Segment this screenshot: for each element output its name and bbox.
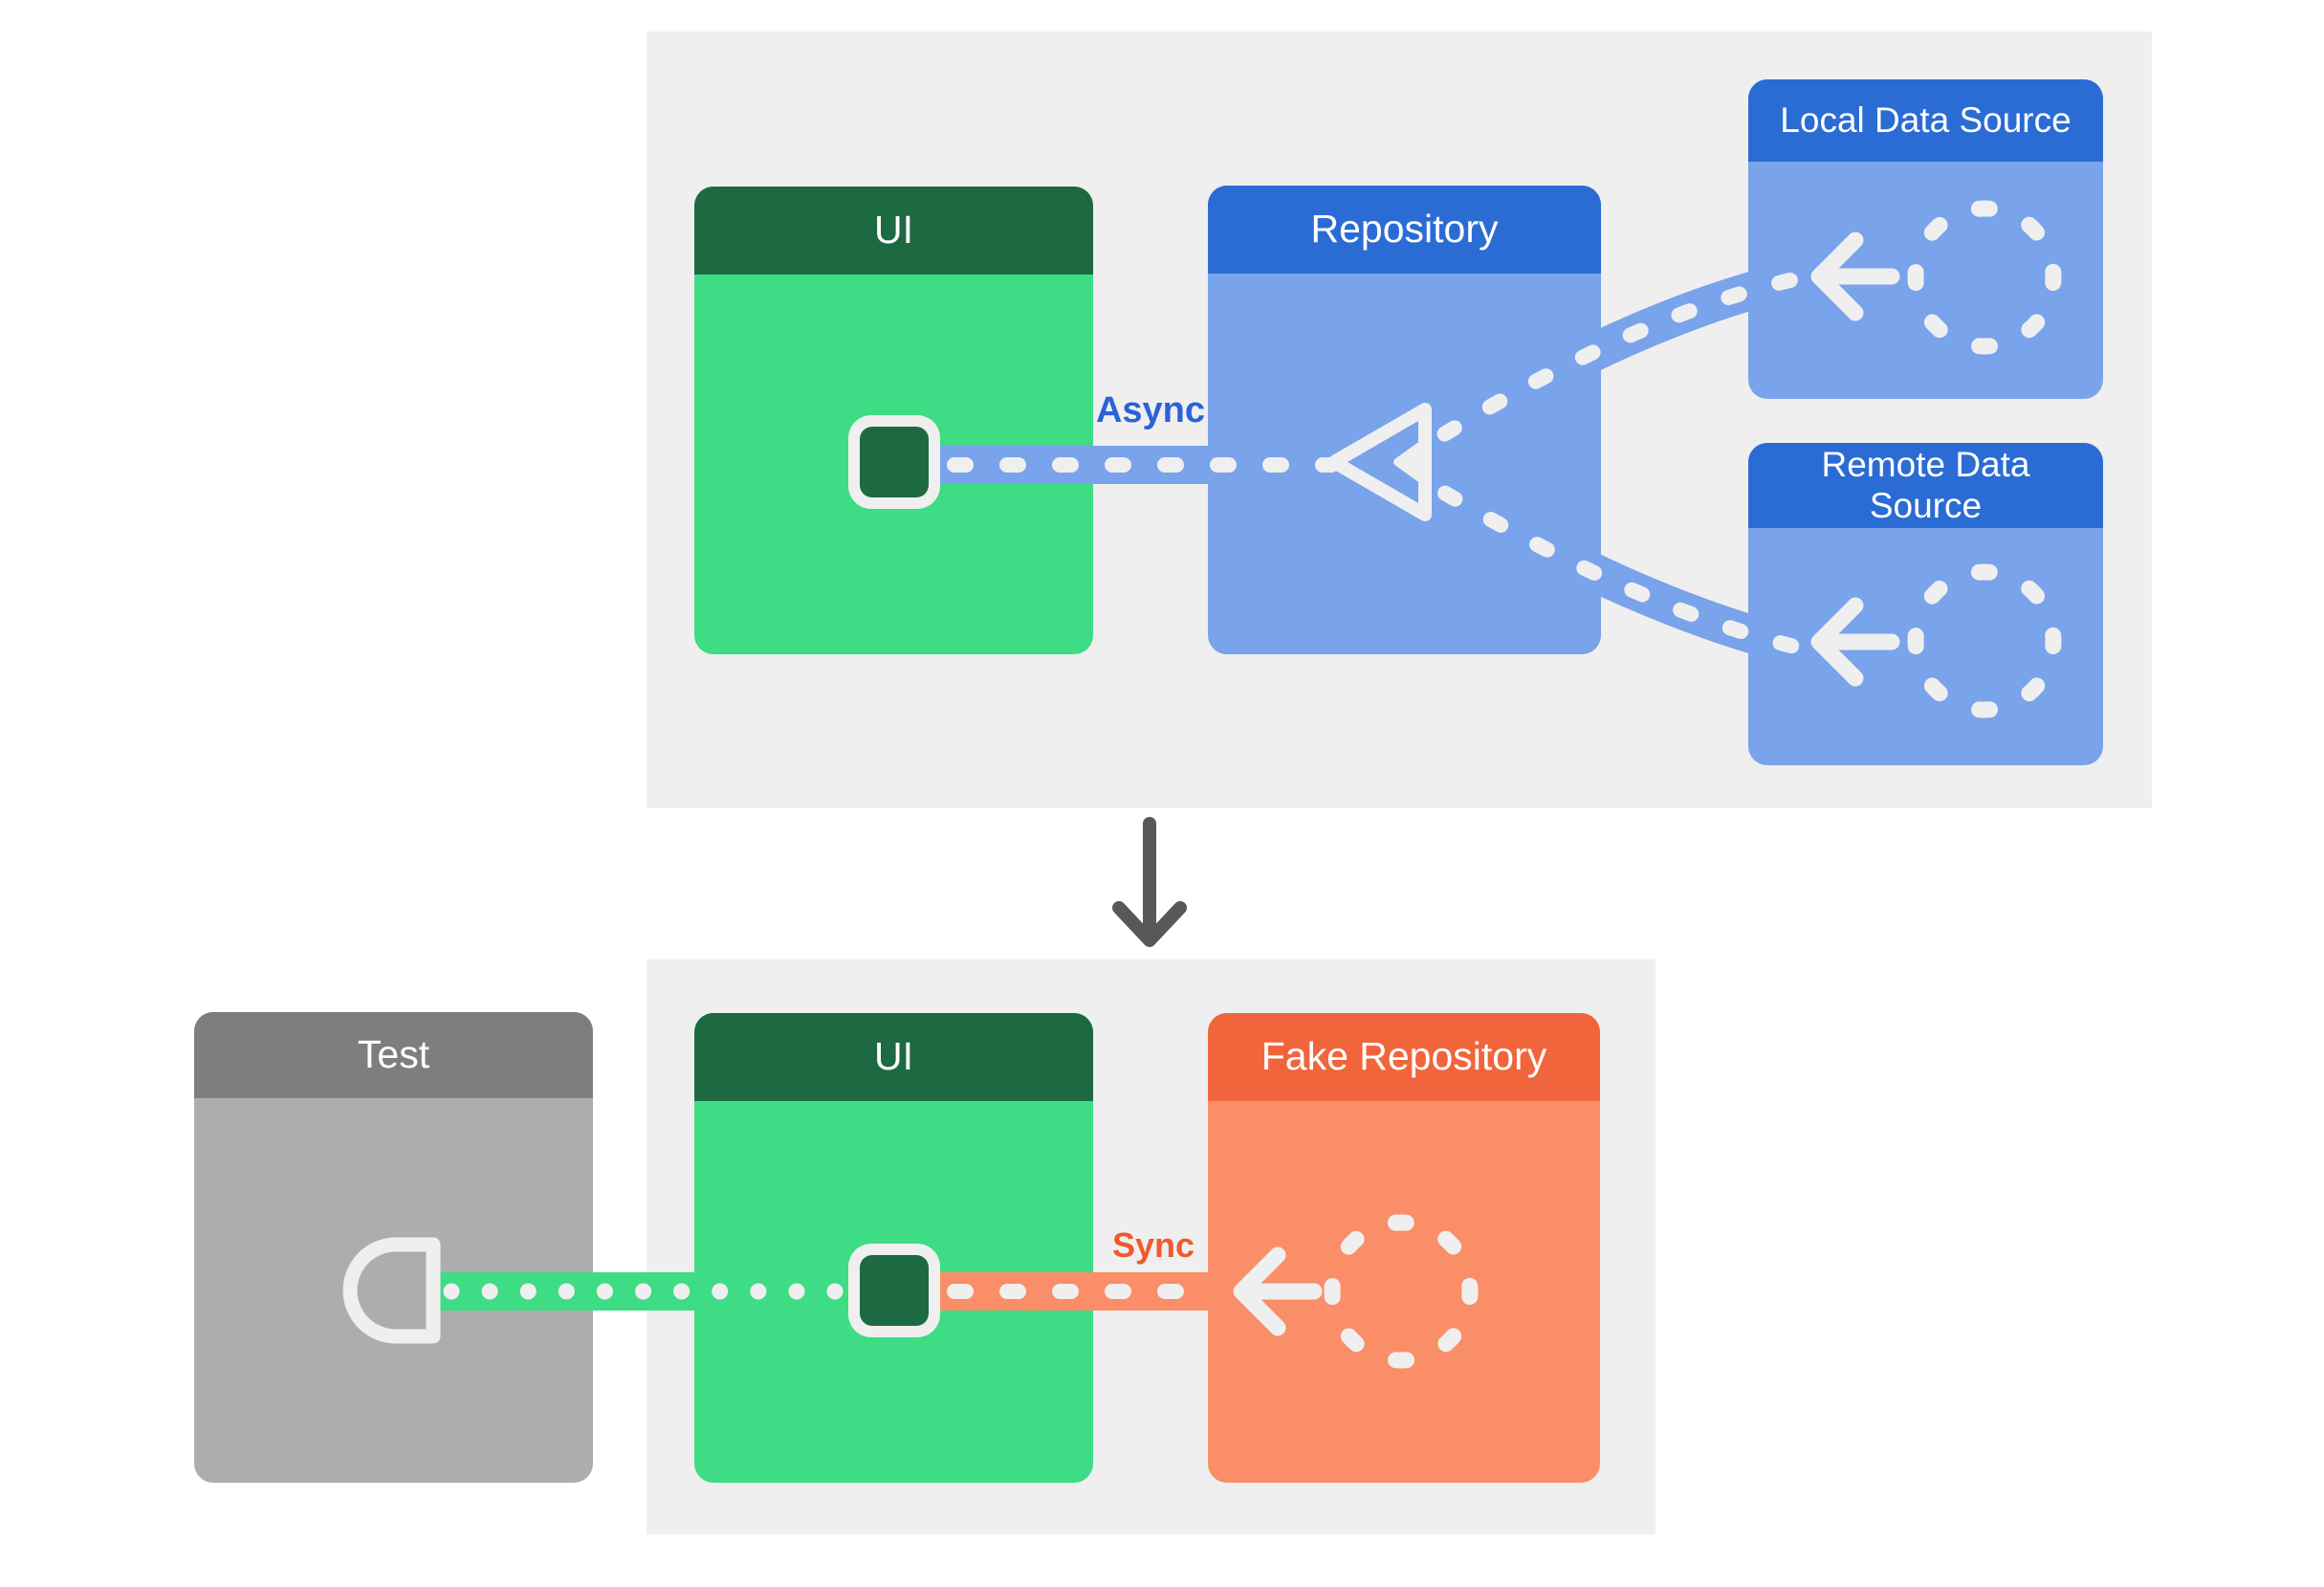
card-fake-repository-header: Fake Repository <box>1208 1013 1600 1101</box>
card-local-data-source-title: Local Data Source <box>1780 99 2072 140</box>
card-local-data-source: Local Data Source <box>1748 79 2103 399</box>
card-ui-bottom-header: UI <box>694 1013 1093 1101</box>
card-test: Test <box>194 1012 593 1483</box>
card-ui-top-header: UI <box>694 187 1093 275</box>
card-test-header: Test <box>194 1012 593 1098</box>
card-ui-top: UI <box>694 187 1093 654</box>
card-remote-data-source: Remote Data Source <box>1748 443 2103 765</box>
card-repository: Repository <box>1208 186 1601 654</box>
down-arrow-icon <box>1112 817 1187 947</box>
card-fake-repository-title: Fake Repository <box>1261 1034 1547 1079</box>
sync-label: Sync <box>1111 1225 1195 1265</box>
card-remote-data-source-title: Remote Data Source <box>1821 444 2030 525</box>
card-local-data-source-header: Local Data Source <box>1748 79 2103 162</box>
card-ui-bottom-title: UI <box>874 1034 913 1079</box>
card-ui-bottom: UI <box>694 1013 1093 1483</box>
card-fake-repository: Fake Repository <box>1208 1013 1600 1483</box>
card-ui-top-title: UI <box>874 208 913 253</box>
async-label: Async <box>1095 390 1206 430</box>
card-remote-data-source-header: Remote Data Source <box>1748 443 2103 528</box>
card-repository-header: Repository <box>1208 186 1601 274</box>
card-repository-title: Repository <box>1310 207 1499 252</box>
card-test-title: Test <box>357 1032 430 1077</box>
